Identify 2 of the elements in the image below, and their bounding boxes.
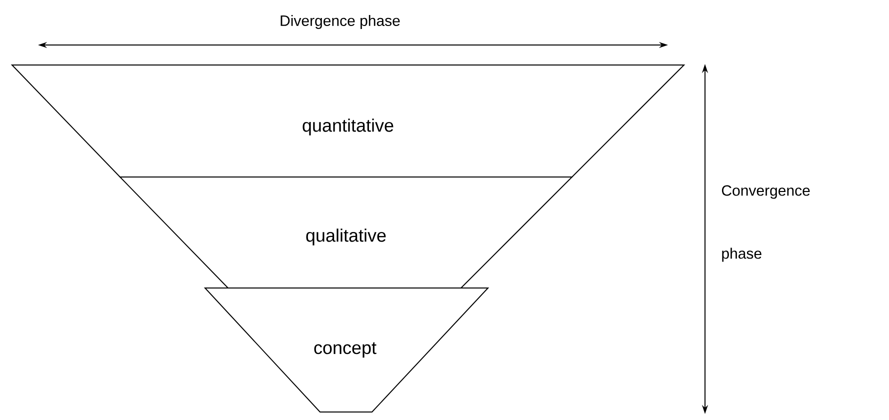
phase-label: Convergence phase — [722, 185, 810, 262]
phase-label: Divergence phase — [280, 15, 400, 29]
